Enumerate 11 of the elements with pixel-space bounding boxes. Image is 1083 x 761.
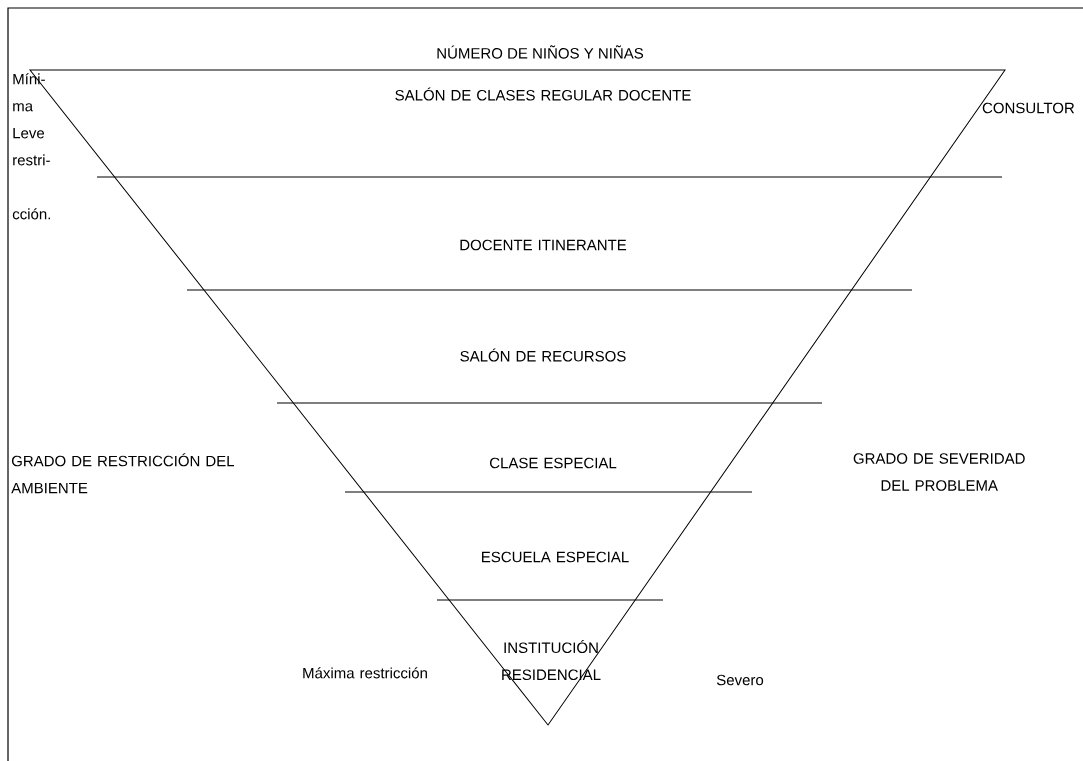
side-label: CONSULTOR bbox=[982, 102, 1075, 114]
side-label: GRADO DE SEVERIDAD DEL PROBLEMA bbox=[853, 453, 1025, 491]
level-label: DOCENTE ITINERANTE bbox=[460, 239, 627, 251]
level-label: SALÓN DE RECURSOS bbox=[460, 348, 626, 362]
title: NÚMERO DE NIÑOS Y NIÑAS bbox=[437, 45, 644, 59]
side-label: Máxima restricción bbox=[303, 667, 427, 679]
level-label: SALÓN DE CLASES REGULAR DOCENTE bbox=[395, 87, 691, 101]
side-label: GRADO DE RESTRICCIÓN DEL AMBIENTE bbox=[11, 453, 235, 494]
level-label: ESCUELA ESPECIAL bbox=[482, 551, 629, 563]
level-label: CLASE ESPECIAL bbox=[490, 457, 617, 469]
side-label: Severo bbox=[716, 674, 764, 686]
